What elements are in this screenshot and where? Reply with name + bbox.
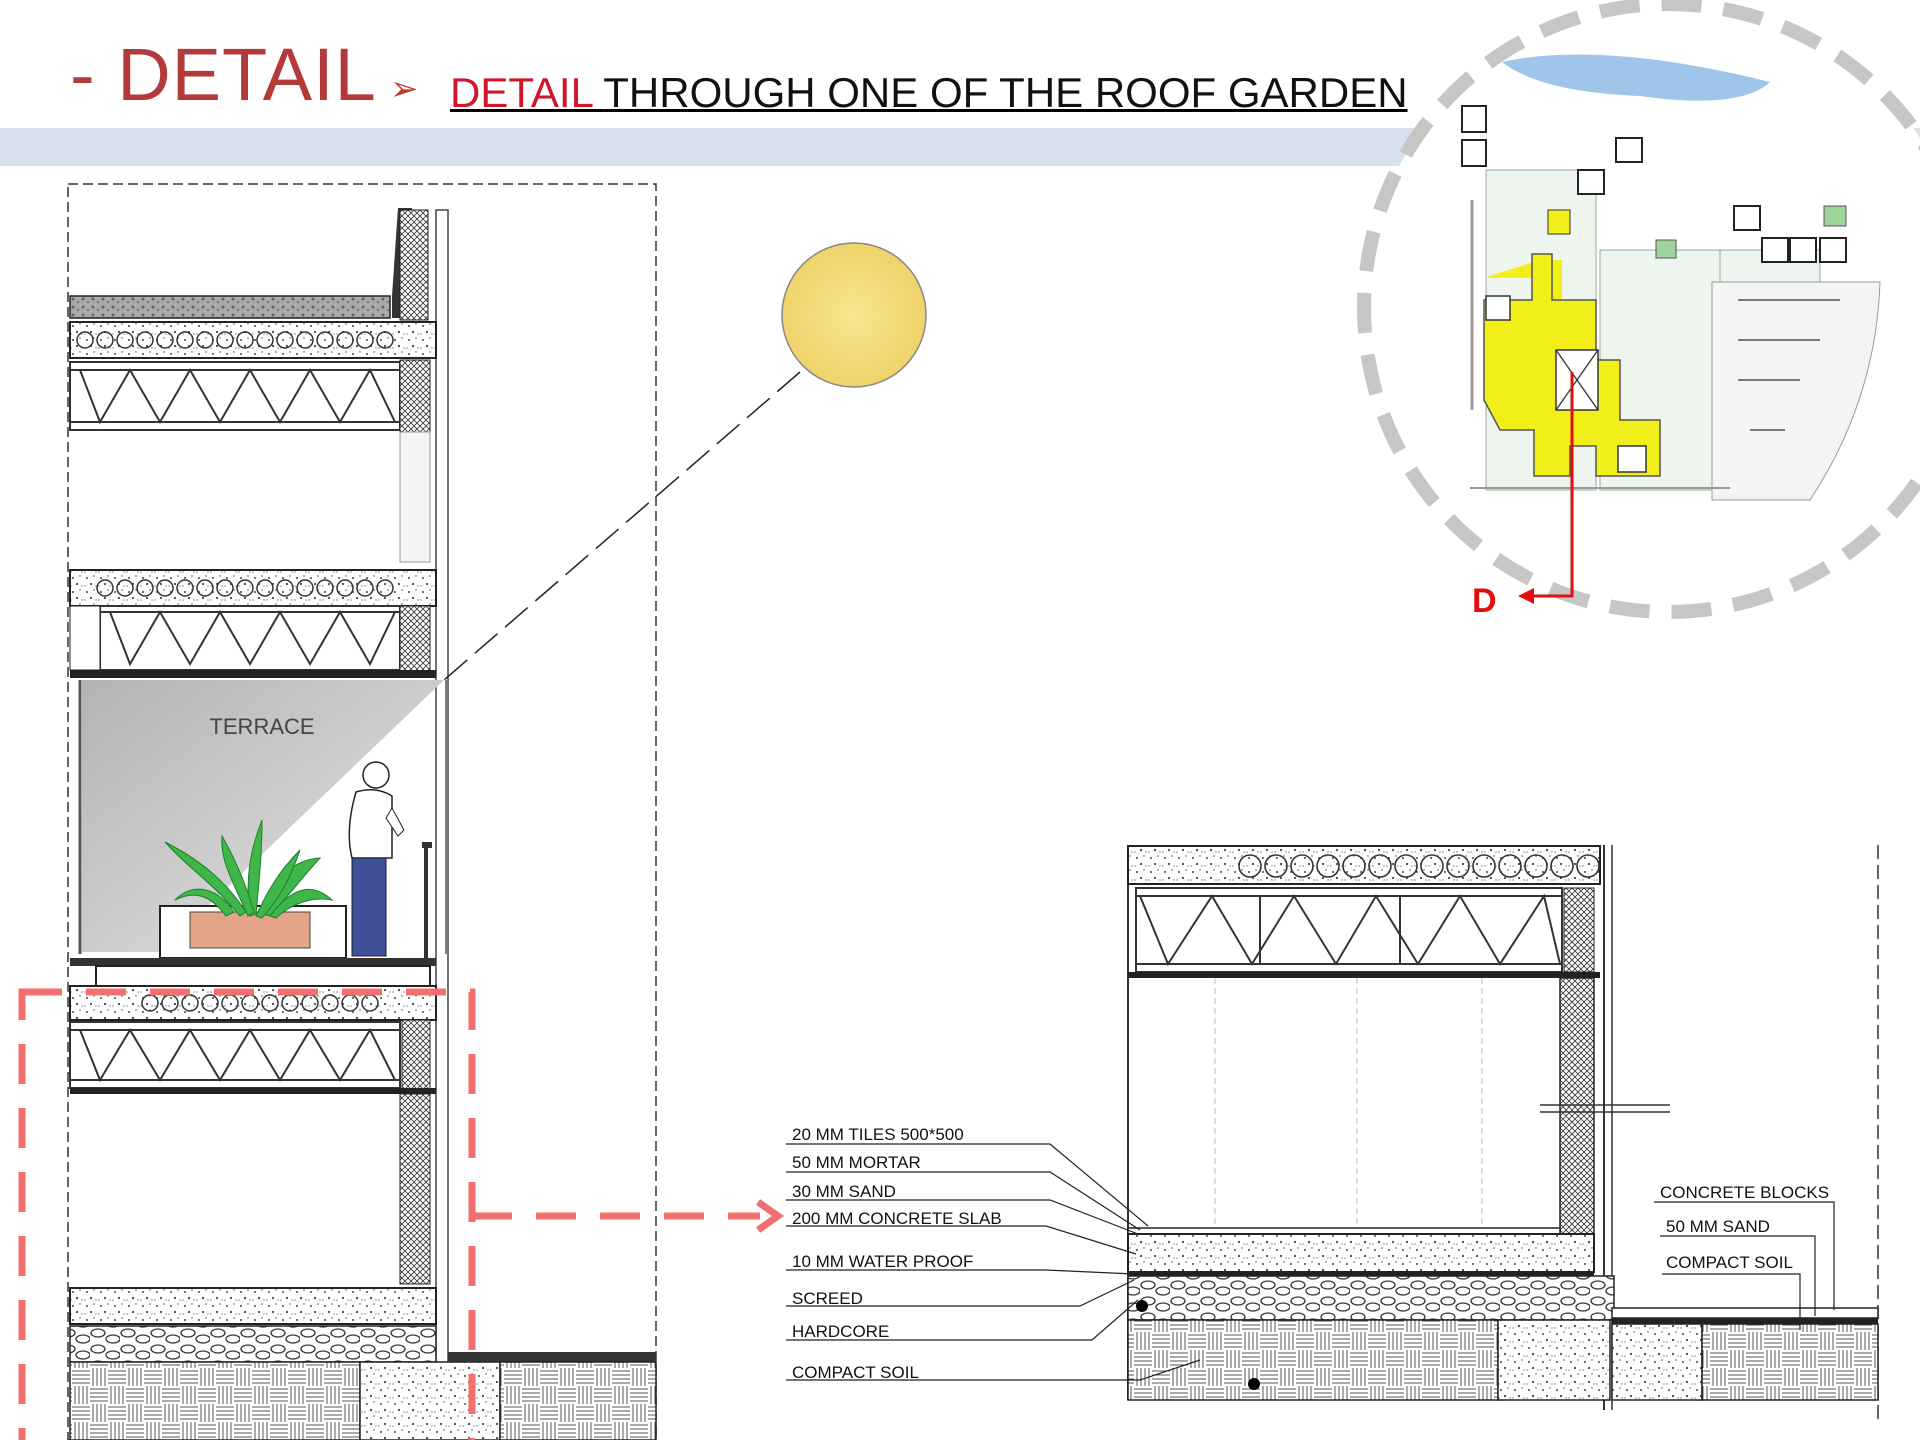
section-line <box>1522 372 1574 598</box>
slab-circles-row-1 <box>76 331 394 349</box>
truss-3 <box>69 1021 401 1089</box>
terrace-shadow <box>82 680 444 952</box>
building-section: TERRACE <box>67 183 927 1440</box>
section-marker-label: D <box>1472 582 1497 620</box>
detail-callout <box>18 988 760 1440</box>
truss-2 <box>99 605 401 671</box>
sun-ray <box>443 371 801 681</box>
layer-label-tiles: 20 MM TILES 500*500 <box>792 1125 964 1144</box>
page-subtitle: DETAIL THROUGH ONE OF THE ROOF GARDEN <box>450 69 1408 116</box>
sun-icon <box>781 242 927 388</box>
water-body <box>1502 54 1770 101</box>
bullet-arrow-icon: ➢ <box>390 70 419 108</box>
layer-label-sand: 30 MM SAND <box>792 1182 896 1201</box>
layer-label-hardcore: HARDCORE <box>792 1322 889 1341</box>
subtitle-red: DETAIL <box>450 69 604 116</box>
truss-detail <box>1135 887 1563 973</box>
layer-label-mortar: 50 MM MORTAR <box>792 1153 921 1172</box>
layer-label-screed: SCREED <box>792 1289 863 1308</box>
truss-1 <box>69 361 401 431</box>
subtitle-black: THROUGH ONE OF THE ROOF GARDEN <box>603 69 1408 116</box>
section-arrow-icon <box>1518 588 1534 604</box>
key-plan-dashed-circle <box>1357 0 1920 619</box>
ext-label-compact-soil: COMPACT SOIL <box>1666 1253 1793 1272</box>
callout-arrow-icon <box>755 1199 785 1233</box>
planter <box>159 819 347 959</box>
enlarged-detail: 20 MM TILES 500*500 50 MM MORTAR 30 MM S… <box>786 845 1879 1420</box>
ext-label-sand: 50 MM SAND <box>1666 1217 1770 1236</box>
layer-label-water-proof: 10 MM WATER PROOF <box>792 1252 973 1271</box>
terrace-label: TERRACE <box>209 714 314 739</box>
ext-label-concrete-blocks: CONCRETE BLOCKS <box>1660 1183 1829 1202</box>
person-figure-icon <box>348 761 405 957</box>
page-title: - DETAIL <box>70 33 377 116</box>
layer-label-concrete-slab: 200 MM CONCRETE SLAB <box>792 1209 1002 1228</box>
layer-label-compact-soil: COMPACT SOIL <box>792 1363 919 1382</box>
key-plan: D <box>1357 0 1920 620</box>
